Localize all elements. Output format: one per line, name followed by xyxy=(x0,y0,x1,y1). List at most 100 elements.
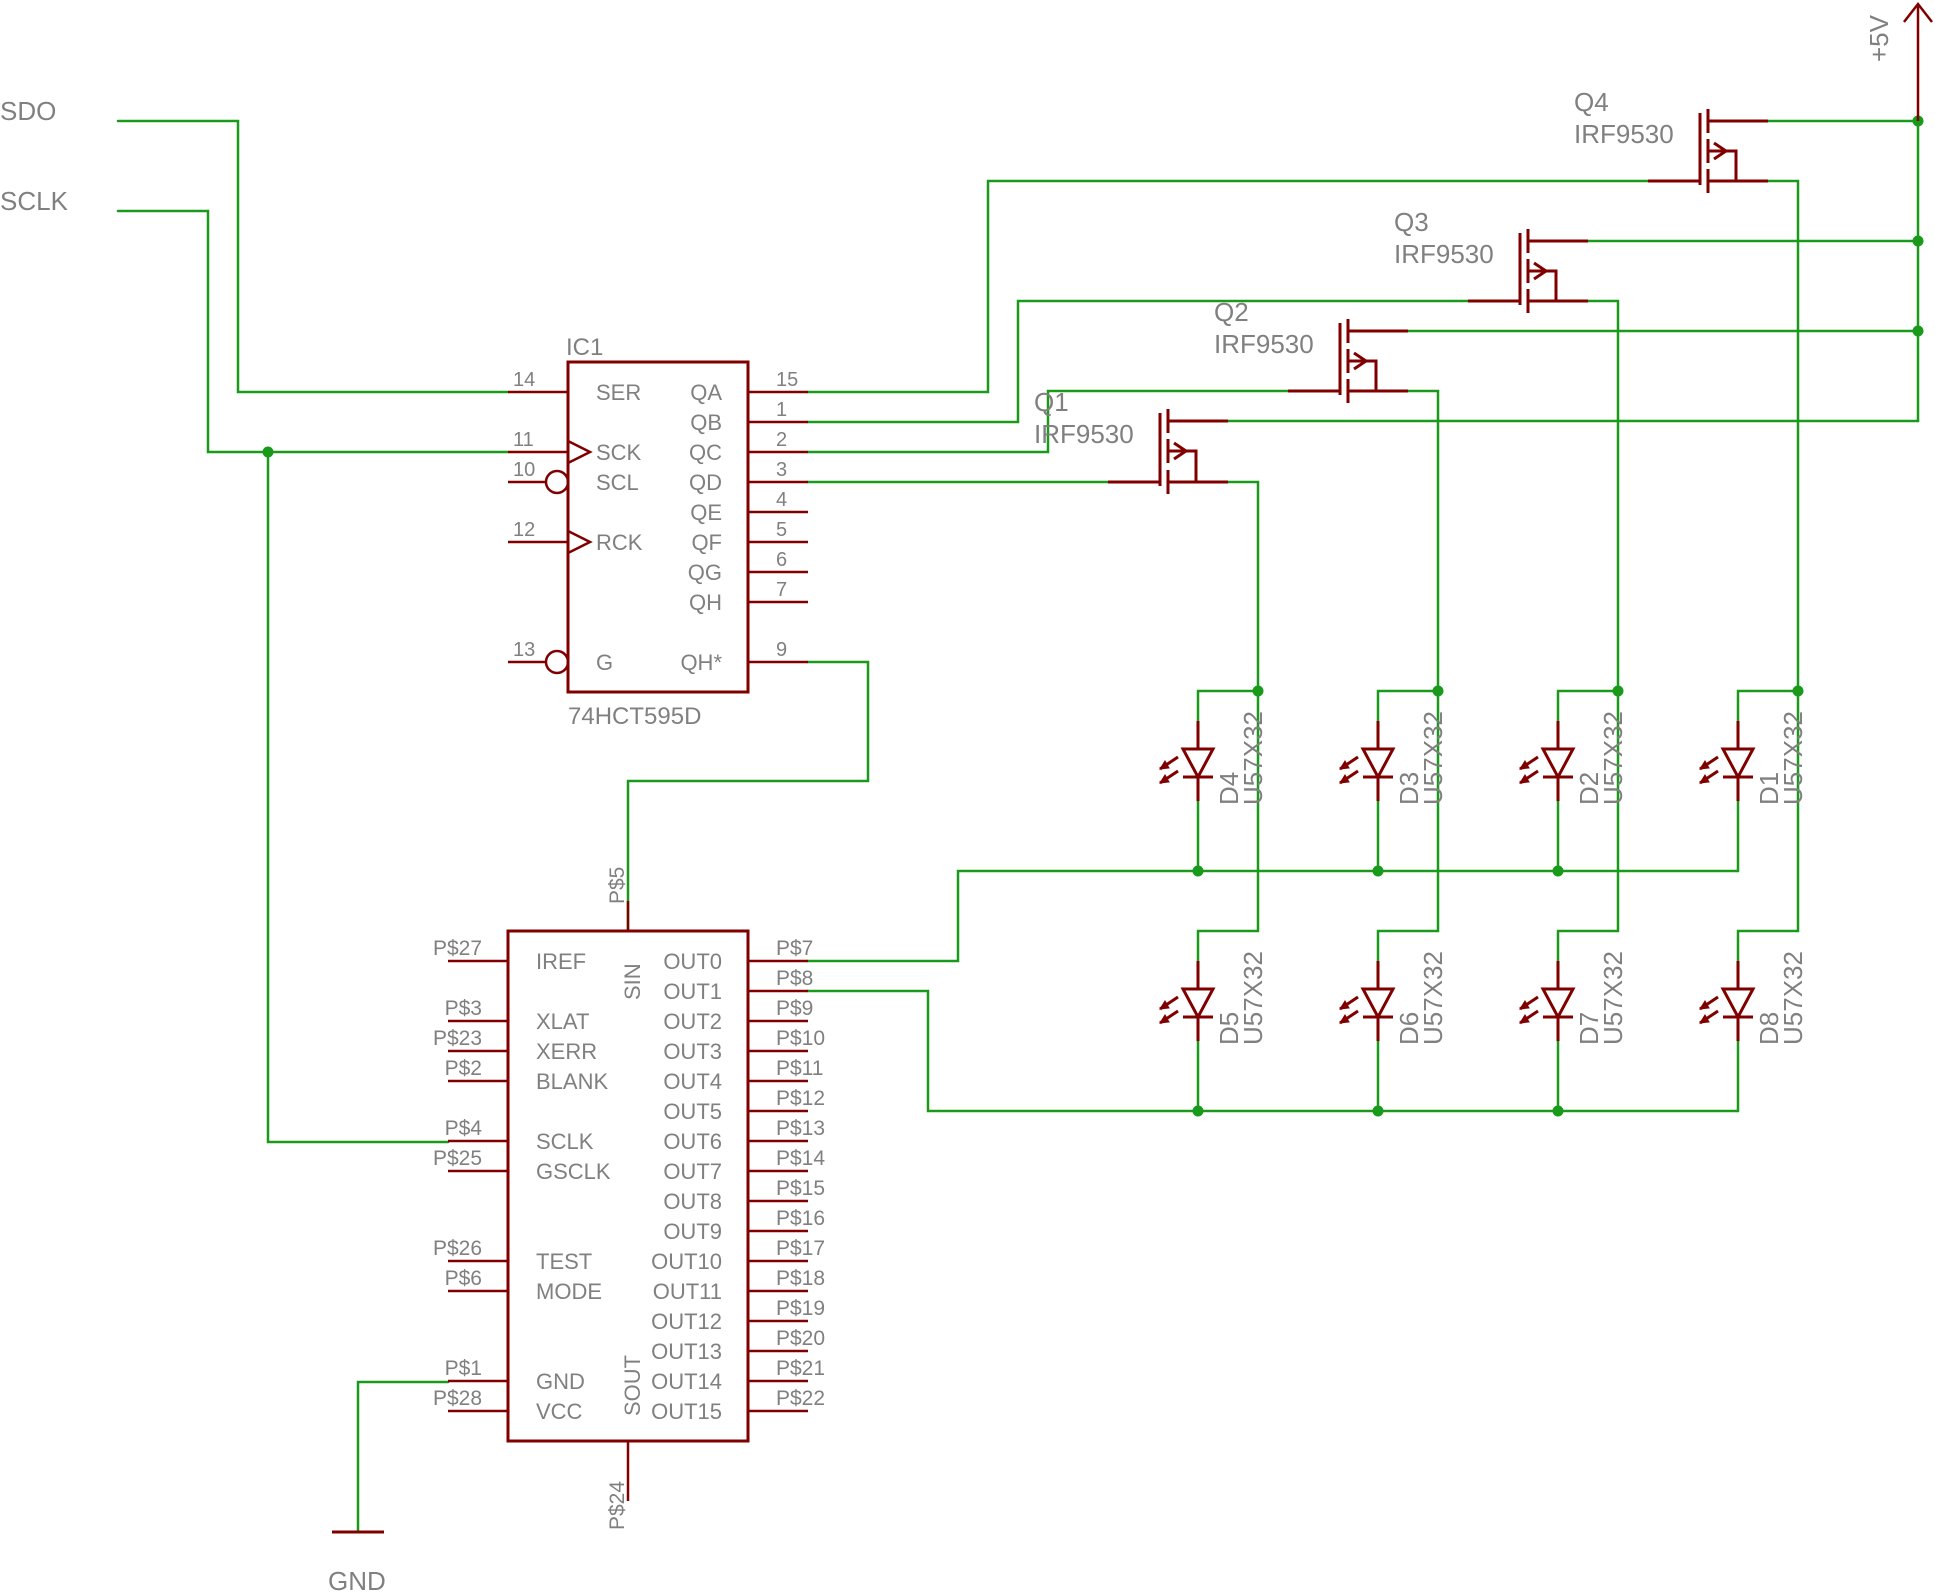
junction-dot xyxy=(1792,685,1804,697)
led-value: U57X32 xyxy=(1418,711,1448,805)
led-emission-arrow xyxy=(1699,774,1710,784)
driver-pin-P$17-number: P$17 xyxy=(776,1237,825,1260)
driver-pin-P$7-label: OUT0 xyxy=(663,949,722,974)
driver-pin-P$22-number: P$22 xyxy=(776,1387,825,1410)
ic1-pin-10-inversion xyxy=(544,469,570,495)
wire-qa-q4-gate xyxy=(806,179,1650,394)
led-emission-arrow xyxy=(1339,760,1350,770)
driver-pin-P$26-number: P$26 xyxy=(433,1237,482,1260)
led-name: D2 xyxy=(1574,772,1604,805)
ic1-pin-1-label: QB xyxy=(690,410,722,435)
mosfet-arrow xyxy=(1173,441,1189,461)
led-name: D7 xyxy=(1574,1012,1604,1045)
ic1-pin-3-label: QD xyxy=(689,470,722,495)
driver-pin-P$13-number: P$13 xyxy=(776,1117,825,1140)
driver-pin-P$13-label: OUT6 xyxy=(663,1129,722,1154)
mosfet-value: IRF9530 xyxy=(1394,239,1494,269)
ic1-name: IC1 xyxy=(566,334,603,361)
driver-pin-sin-number: P$5 xyxy=(606,867,629,904)
driver-pin-P$10-label: OUT3 xyxy=(663,1039,722,1064)
mosfet-value: IRF9530 xyxy=(1574,119,1674,149)
driver-pin-P$2-number: P$2 xyxy=(445,1057,482,1080)
ic1-pin-2-number: 2 xyxy=(776,429,787,451)
ic1-pin-4-number: 4 xyxy=(776,489,787,511)
wire-sclk xyxy=(116,209,510,454)
led-value: U57X32 xyxy=(1778,951,1808,1045)
ic1-value: 74HCT595D xyxy=(568,703,701,730)
wire-d2-anode xyxy=(1556,689,1620,723)
ic1-pin-7-label: QH xyxy=(689,590,722,615)
led-emission-arrow xyxy=(1159,1014,1170,1024)
wire-d3-anode xyxy=(1376,689,1440,723)
net-label-vcc: +5V xyxy=(1864,14,1894,62)
driver-pin-P$12-label: OUT5 xyxy=(663,1099,722,1124)
led-name: D1 xyxy=(1754,772,1784,805)
driver-pin-P$2-label: BLANK xyxy=(536,1069,608,1094)
ic1-pin-5-number: 5 xyxy=(776,519,787,541)
ic1-pin-14-label: SER xyxy=(596,380,641,405)
ic1-body xyxy=(566,360,750,694)
mosfet-body-lead xyxy=(1528,269,1558,301)
junction-dot xyxy=(1372,865,1384,877)
driver-pin-sin-label: SIN xyxy=(620,963,645,1000)
wire-qb-q3-gate xyxy=(806,299,1470,424)
driver-pin-P$4-label: SCLK xyxy=(536,1129,594,1154)
driver-pin-P$6-label: MODE xyxy=(536,1279,602,1304)
driver-pin-P$25-number: P$25 xyxy=(433,1147,482,1170)
junction-dot xyxy=(1372,1105,1384,1117)
mosfet-name: Q4 xyxy=(1574,87,1609,117)
led-triangle xyxy=(1360,987,1396,1021)
wire-qh-sin xyxy=(626,660,870,933)
ic1-pin-12-number: 12 xyxy=(513,519,535,541)
driver-pin-P$14-number: P$14 xyxy=(776,1147,825,1170)
junction-dot xyxy=(1912,235,1924,247)
ic1-pin-1-number: 1 xyxy=(776,399,787,421)
wire-qc-q2-gate xyxy=(806,389,1290,454)
led-emission-arrow xyxy=(1519,760,1530,770)
wire-q4-drain xyxy=(1736,179,1800,963)
driver-pin-P$20-number: P$20 xyxy=(776,1327,825,1350)
ic1-pin-13-label: G xyxy=(596,650,613,675)
wire-gnd xyxy=(356,1380,450,1534)
led-triangle xyxy=(1180,747,1216,781)
driver-pin-P$27-label: IREF xyxy=(536,949,586,974)
led-value: U57X32 xyxy=(1778,711,1808,805)
junction-dot xyxy=(1912,325,1924,337)
driver-pin-P$1-number: P$1 xyxy=(445,1357,482,1380)
led-emission-arrow xyxy=(1699,1014,1710,1024)
mosfet-value: IRF9530 xyxy=(1034,419,1134,449)
mosfet-arrow xyxy=(1353,351,1369,371)
led-triangle xyxy=(1360,747,1396,781)
mosfet-name: Q2 xyxy=(1214,297,1249,327)
mosfet-arrow xyxy=(1533,261,1549,281)
junction-dot xyxy=(1192,865,1204,877)
ic1-pin-6-label: QG xyxy=(688,560,722,585)
ic1-pin-5-label: QF xyxy=(691,530,722,555)
driver-pin-P$18-label: OUT11 xyxy=(653,1279,722,1304)
mosfet-body-lead xyxy=(1708,149,1738,181)
ic1-pin-13-number: 13 xyxy=(513,639,535,661)
driver-pin-P$15-label: OUT8 xyxy=(663,1189,722,1214)
driver-pin-P$10-number: P$10 xyxy=(776,1027,825,1050)
led-emission-arrow xyxy=(1159,1000,1170,1010)
wire-sclk-driver xyxy=(266,450,450,1144)
driver-pin-P$25-label: GSCLK xyxy=(536,1159,611,1184)
led-emission-arrow xyxy=(1699,760,1710,770)
wires-layer xyxy=(116,119,1920,1534)
led-name: D6 xyxy=(1394,1012,1424,1045)
led-triangle xyxy=(1720,747,1756,781)
junctions-layer xyxy=(262,115,1924,1117)
led-value: U57X32 xyxy=(1238,711,1268,805)
led-emission-arrow xyxy=(1519,1014,1530,1024)
junction-dot xyxy=(1252,685,1264,697)
wire-q1-drain xyxy=(1196,480,1260,963)
led-emission-arrow xyxy=(1159,774,1170,784)
ic1-pin-13-inversion xyxy=(544,649,570,675)
driver-pin-P$16-number: P$16 xyxy=(776,1207,825,1230)
